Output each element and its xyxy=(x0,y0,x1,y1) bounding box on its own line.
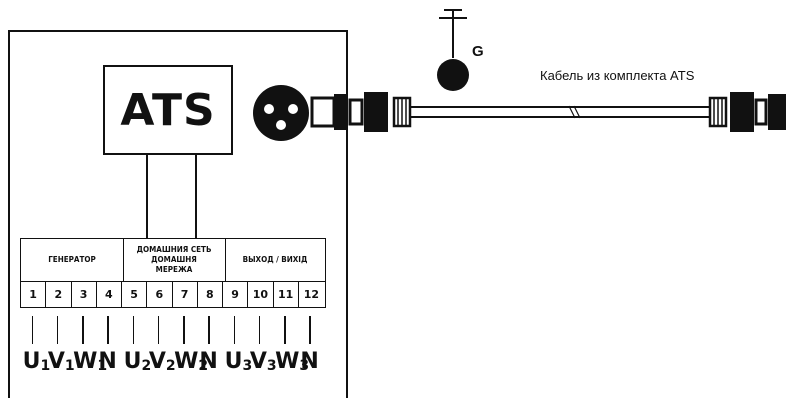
phase-label: N xyxy=(300,349,318,374)
phase-index: 1 xyxy=(64,358,75,374)
socket-icon xyxy=(253,85,309,141)
terminal-8: 8 xyxy=(198,282,223,307)
phase-index: 1 xyxy=(97,358,108,374)
phase-index: 2 xyxy=(198,358,209,374)
terminal-lead-1 xyxy=(31,316,34,344)
phase-label: W3 xyxy=(275,349,309,374)
phase-letter: V xyxy=(249,349,267,374)
terminal-lead-10 xyxy=(258,316,261,344)
terminal-11: 11 xyxy=(274,282,299,307)
terminal-lead-4 xyxy=(107,316,109,344)
terminal-5: 5 xyxy=(122,282,148,307)
terminal-10: 10 xyxy=(248,282,274,307)
phase-index: 2 xyxy=(165,358,176,374)
phase-letter: V xyxy=(47,349,65,374)
terminal-lead-9 xyxy=(233,316,236,344)
phase-letter: U xyxy=(22,349,41,374)
cable-label: Кабель из комплекта ATS xyxy=(540,68,695,83)
phase-label: W1 xyxy=(73,349,107,374)
phase-letter: W xyxy=(275,349,300,374)
terminal-lead-3 xyxy=(82,316,84,344)
phase-letter: N xyxy=(199,349,218,374)
terminal-lead-6 xyxy=(157,316,160,344)
phase-label: N xyxy=(98,349,116,374)
phase-letter: N xyxy=(300,349,319,374)
terminal-6: 6 xyxy=(147,282,173,307)
group-home-network-label: ДОМАШНИЯ СЕТЬ ДОМАШНЯ МЕРЕЖА xyxy=(136,245,212,274)
terminal-1: 1 xyxy=(21,282,47,307)
terminal-lead-8 xyxy=(208,316,210,344)
terminal-lead-2 xyxy=(56,316,59,344)
phase-letter: W xyxy=(174,349,199,374)
terminal-7: 7 xyxy=(173,282,198,307)
terminal-lead-11 xyxy=(284,316,286,344)
group-generator: ГЕНЕРАТОР xyxy=(21,239,124,281)
phase-label: V3 xyxy=(250,349,277,374)
phase-letter: N xyxy=(98,349,117,374)
phase-index: 3 xyxy=(299,358,310,374)
phase-index: 3 xyxy=(266,358,277,374)
ats-label: ATS xyxy=(120,84,216,136)
phase-index: 3 xyxy=(242,358,253,374)
ats-cable-icon xyxy=(310,92,786,132)
terminal-4: 4 xyxy=(97,282,122,307)
ats-module-box: ATS xyxy=(103,65,233,155)
group-home-network: ДОМАШНИЯ СЕТЬ ДОМАШНЯ МЕРЕЖА xyxy=(123,239,226,281)
phase-label: U2 xyxy=(124,349,152,374)
terminal-group-header: ГЕНЕРАТОР ДОМАШНИЯ СЕТЬ ДОМАШНЯ МЕРЕЖА В… xyxy=(20,238,326,282)
terminal-lead-12 xyxy=(309,316,311,344)
terminal-12: 12 xyxy=(303,288,320,301)
phase-index: 1 xyxy=(40,358,51,374)
group-output: ВЫХОД / ВИХІД xyxy=(225,239,325,281)
group-output-label: ВЫХОД / ВИХІД xyxy=(242,255,308,264)
terminal-lead-7 xyxy=(183,316,185,344)
phase-label: W2 xyxy=(174,349,208,374)
ground-symbol-icon xyxy=(437,9,469,91)
phase-label: V2 xyxy=(149,349,176,374)
terminal-9: 9 xyxy=(223,282,249,307)
phase-index: 2 xyxy=(141,358,152,374)
phase-label: U3 xyxy=(225,349,253,374)
phase-letter: V xyxy=(148,349,166,374)
phase-letter: U xyxy=(224,349,243,374)
terminal-2: 2 xyxy=(46,282,72,307)
group-generator-label: ГЕНЕРАТОР xyxy=(48,255,96,264)
ats-wire-right xyxy=(195,155,197,238)
phase-letter: U xyxy=(123,349,142,374)
phase-label: V1 xyxy=(48,349,75,374)
phase-label: N xyxy=(199,349,217,374)
phase-letter: W xyxy=(73,349,98,374)
terminal-3: 3 xyxy=(72,282,97,307)
ats-panel-enclosure xyxy=(8,30,348,398)
terminal-lead-5 xyxy=(132,316,135,344)
ats-wire-left xyxy=(146,155,148,238)
ground-label: G xyxy=(472,43,484,60)
phase-label: U1 xyxy=(23,349,51,374)
